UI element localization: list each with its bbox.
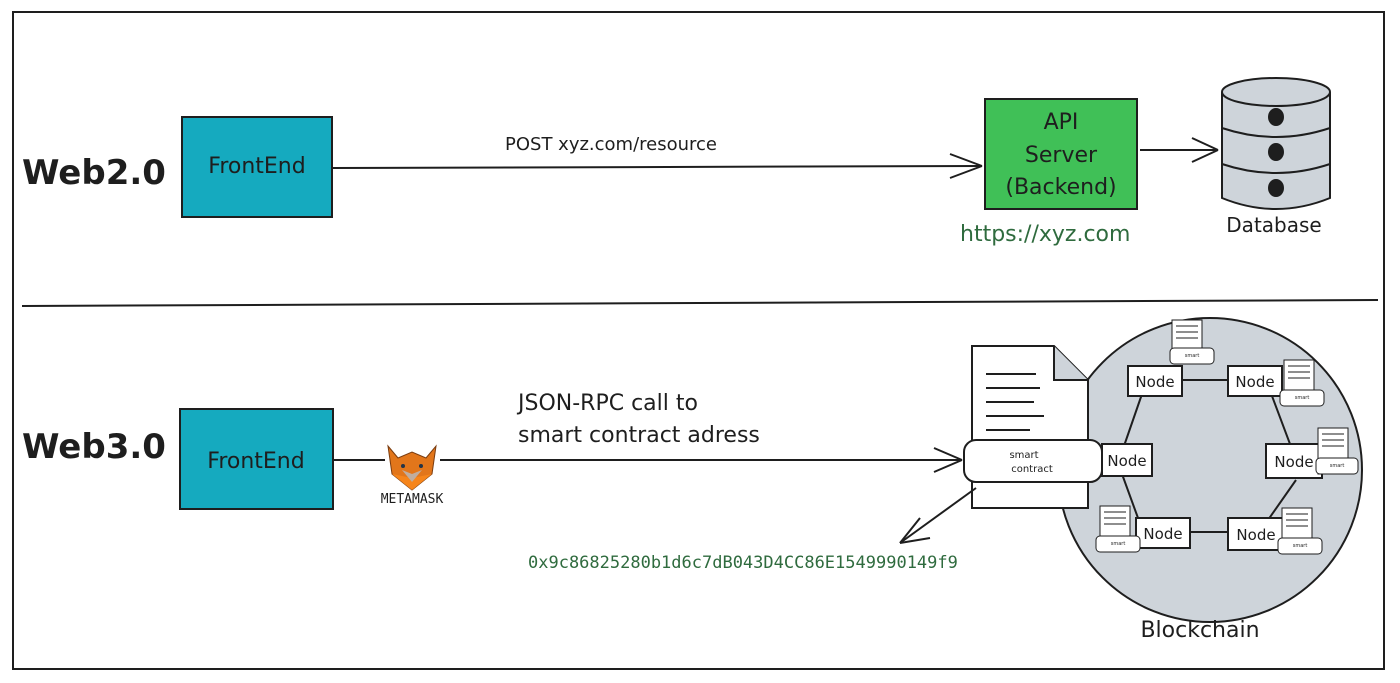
node-label: Node	[1236, 526, 1275, 544]
mini-contract-label: smart	[1330, 463, 1345, 469]
api-server-line-2: Server	[1025, 143, 1098, 168]
api-server-box: API Server (Backend)	[984, 98, 1138, 210]
web3-label: Web3.0	[22, 427, 166, 467]
address-arrow	[899, 487, 977, 544]
node-edges	[1121, 379, 1297, 533]
api-server-line-1: API	[1044, 110, 1079, 135]
database-icon	[1221, 77, 1331, 210]
mini-contract-label: smart	[1111, 541, 1126, 547]
node-label: Node	[1235, 373, 1274, 391]
node-label: Node	[1274, 453, 1313, 471]
database-label: Database	[1226, 213, 1321, 237]
mini-contract-doc	[1169, 319, 1215, 365]
blockchain-label: Blockchain	[1140, 618, 1259, 643]
web3-request-arrow	[440, 447, 963, 473]
metamask-label: METAMASK	[381, 492, 444, 507]
smart-contract-document	[963, 345, 1103, 509]
mini-contract-doc	[1277, 507, 1323, 555]
web2-frontend-label: FrontEnd	[208, 154, 305, 179]
web3-frontend-box: FrontEnd	[179, 408, 334, 510]
api-server-line-3: (Backend)	[1005, 175, 1116, 200]
web2-frontend-box: FrontEnd	[181, 116, 333, 218]
web2-request-label: POST xyz.com/resource	[505, 134, 717, 155]
mini-contract-doc	[1315, 427, 1359, 475]
web3-request-line-1: JSON-RPC call to	[516, 391, 698, 416]
server-url: https://xyz.com	[960, 222, 1130, 247]
blockchain-node: Node	[1265, 443, 1323, 479]
web2-request-arrow	[332, 153, 983, 179]
api-to-database-arrow	[1140, 137, 1219, 163]
contract-address: 0x9c86825280b1d6c7dB043D4CC86E1549990149…	[528, 553, 958, 573]
web2-label: Web2.0	[22, 153, 166, 193]
mini-contract-doc	[1279, 359, 1325, 407]
outer-frame	[12, 11, 1385, 670]
smart-contract-label-1: smart	[1009, 450, 1038, 461]
web3-request-line-2: smart contract adress	[518, 423, 760, 448]
node-label: Node	[1135, 373, 1174, 391]
mini-contract-label: smart	[1295, 395, 1310, 401]
section-divider	[21, 299, 1379, 307]
blockchain-node: Node	[1227, 517, 1285, 551]
web3-frontend-label: FrontEnd	[207, 449, 304, 474]
node-label: Node	[1143, 525, 1182, 543]
node-label: Node	[1107, 452, 1146, 470]
mini-contract-doc	[1095, 505, 1141, 553]
metamask-fox-icon	[387, 444, 437, 491]
blockchain-node: Node	[1101, 443, 1153, 477]
mini-contract-label: smart	[1293, 543, 1308, 549]
blockchain-node: Node	[1135, 517, 1191, 549]
blockchain-node: Node	[1227, 365, 1283, 397]
mini-contract-label: smart	[1185, 353, 1200, 359]
smart-contract-label-2: contract	[1011, 464, 1053, 475]
blockchain-node: Node	[1127, 365, 1183, 397]
